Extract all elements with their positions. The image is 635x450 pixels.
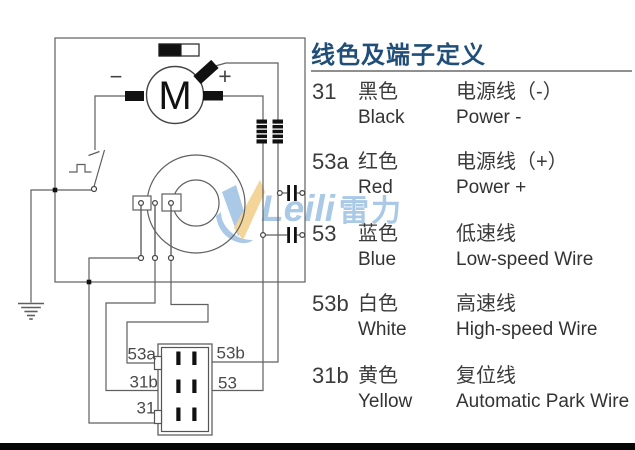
pin-label-31b: 31b xyxy=(130,373,158,392)
capacitor-upper xyxy=(276,185,306,201)
terminal-1-end xyxy=(137,254,145,262)
wire-31 xyxy=(88,257,178,424)
slide-bottom-bar xyxy=(0,443,635,450)
connector-outer xyxy=(157,343,213,436)
legend-row-31b: 31b 黄色 Yellow 复位线 Automatic Park Wire xyxy=(312,364,634,413)
function-en: Low-speed Wire xyxy=(456,249,594,270)
function-cn: 低速线 xyxy=(456,223,516,245)
coil-left xyxy=(256,119,267,144)
wire-plus-brush xyxy=(213,62,279,120)
legend-row-53b: 53b 白色 White 高速线 High-speed Wire xyxy=(312,292,634,341)
function-en: Power + xyxy=(456,177,527,198)
color-en: Yellow xyxy=(358,391,413,412)
function-cn: 复位线 xyxy=(456,365,516,387)
legend-row-53: 53 蓝色 Blue 低速线 Low-speed Wire xyxy=(312,222,634,271)
color-cn: 黑色 xyxy=(358,81,398,103)
park-cam-symbol xyxy=(69,163,92,173)
gear-park-switch xyxy=(132,154,246,262)
brush-right xyxy=(203,91,223,101)
leili-logo-icon xyxy=(216,180,265,244)
switch-pivot xyxy=(90,185,98,193)
wire-53 xyxy=(196,143,264,392)
wire-53b xyxy=(196,143,279,363)
legend-row-31: 31 黑色 Black 电源线（-） Power - xyxy=(312,80,634,129)
color-cn: 红色 xyxy=(358,151,398,173)
wire-right-brush xyxy=(223,95,264,120)
suppression-coils xyxy=(256,119,283,144)
terminal-id: 53 xyxy=(312,221,337,246)
terminal-3 xyxy=(168,200,175,207)
title-divider xyxy=(311,70,632,72)
pin-label-53b: 53b xyxy=(217,344,245,363)
terminal-3-end xyxy=(167,254,175,262)
wires xyxy=(30,62,279,424)
plus-sign: + xyxy=(218,63,231,89)
terminal-id: 31 xyxy=(312,79,337,104)
connector-notch-top xyxy=(153,355,163,371)
minus-sign: − xyxy=(110,64,123,89)
function-en: High-speed Wire xyxy=(456,319,598,340)
switch-contact-tick xyxy=(88,150,100,157)
ground-symbol xyxy=(18,302,44,320)
switch-blade xyxy=(93,149,106,187)
terminal-id: 53b xyxy=(312,291,349,316)
junction-dot-left xyxy=(52,187,58,193)
motor-m-label: M xyxy=(158,74,191,118)
function-cn: 电源线（-） xyxy=(456,81,563,103)
color-en: Black xyxy=(358,107,405,128)
junction-dot-bottom xyxy=(86,279,92,285)
wire-ground xyxy=(30,189,92,303)
motor-housing-outline xyxy=(54,37,306,283)
color-cn: 白色 xyxy=(358,293,398,315)
wire-31b xyxy=(105,260,180,392)
terminal-id: 31b xyxy=(312,363,349,388)
coil-right xyxy=(272,119,283,144)
polarity-indicator-black-half xyxy=(158,43,182,57)
wire-minus-brush xyxy=(94,95,125,150)
connector-inner xyxy=(160,346,210,433)
pin-label-53a: 53a xyxy=(128,345,157,364)
legend-row-53a: 53a 红色 Red 电源线（+） Power + xyxy=(312,150,634,199)
brush-left xyxy=(125,91,144,101)
color-cn: 黄色 xyxy=(358,365,398,387)
color-en: Red xyxy=(358,177,393,198)
color-en: White xyxy=(358,319,407,340)
watermark-cn: 雷力 xyxy=(339,195,404,228)
pin-label-31: 31 xyxy=(137,399,156,418)
terminal-1 xyxy=(138,200,145,207)
brush-diagonal xyxy=(193,59,219,85)
function-cn: 电源线（+） xyxy=(456,151,568,173)
terminal-2 xyxy=(152,200,159,207)
function-cn: 高速线 xyxy=(456,293,516,315)
terminal-2-end xyxy=(151,254,159,262)
connector-pins xyxy=(176,351,197,421)
connector-block xyxy=(153,343,213,436)
function-en: Automatic Park Wire xyxy=(456,391,630,412)
capacitor-lower xyxy=(260,227,306,243)
terminal-id: 53a xyxy=(312,149,349,174)
color-en: Blue xyxy=(358,249,397,270)
watermark-latin: Leili xyxy=(261,188,336,229)
function-en: Power - xyxy=(456,107,522,128)
motor xyxy=(125,43,223,125)
connector-notch-bottom xyxy=(153,409,163,425)
legend-title: 线色及端子定义 xyxy=(311,42,486,69)
connector-pin-labels: 53a 53b 31b 53 31 xyxy=(128,344,245,418)
wire-53a xyxy=(126,260,209,364)
pin-label-53: 53 xyxy=(218,374,237,393)
color-cn: 蓝色 xyxy=(358,223,398,245)
